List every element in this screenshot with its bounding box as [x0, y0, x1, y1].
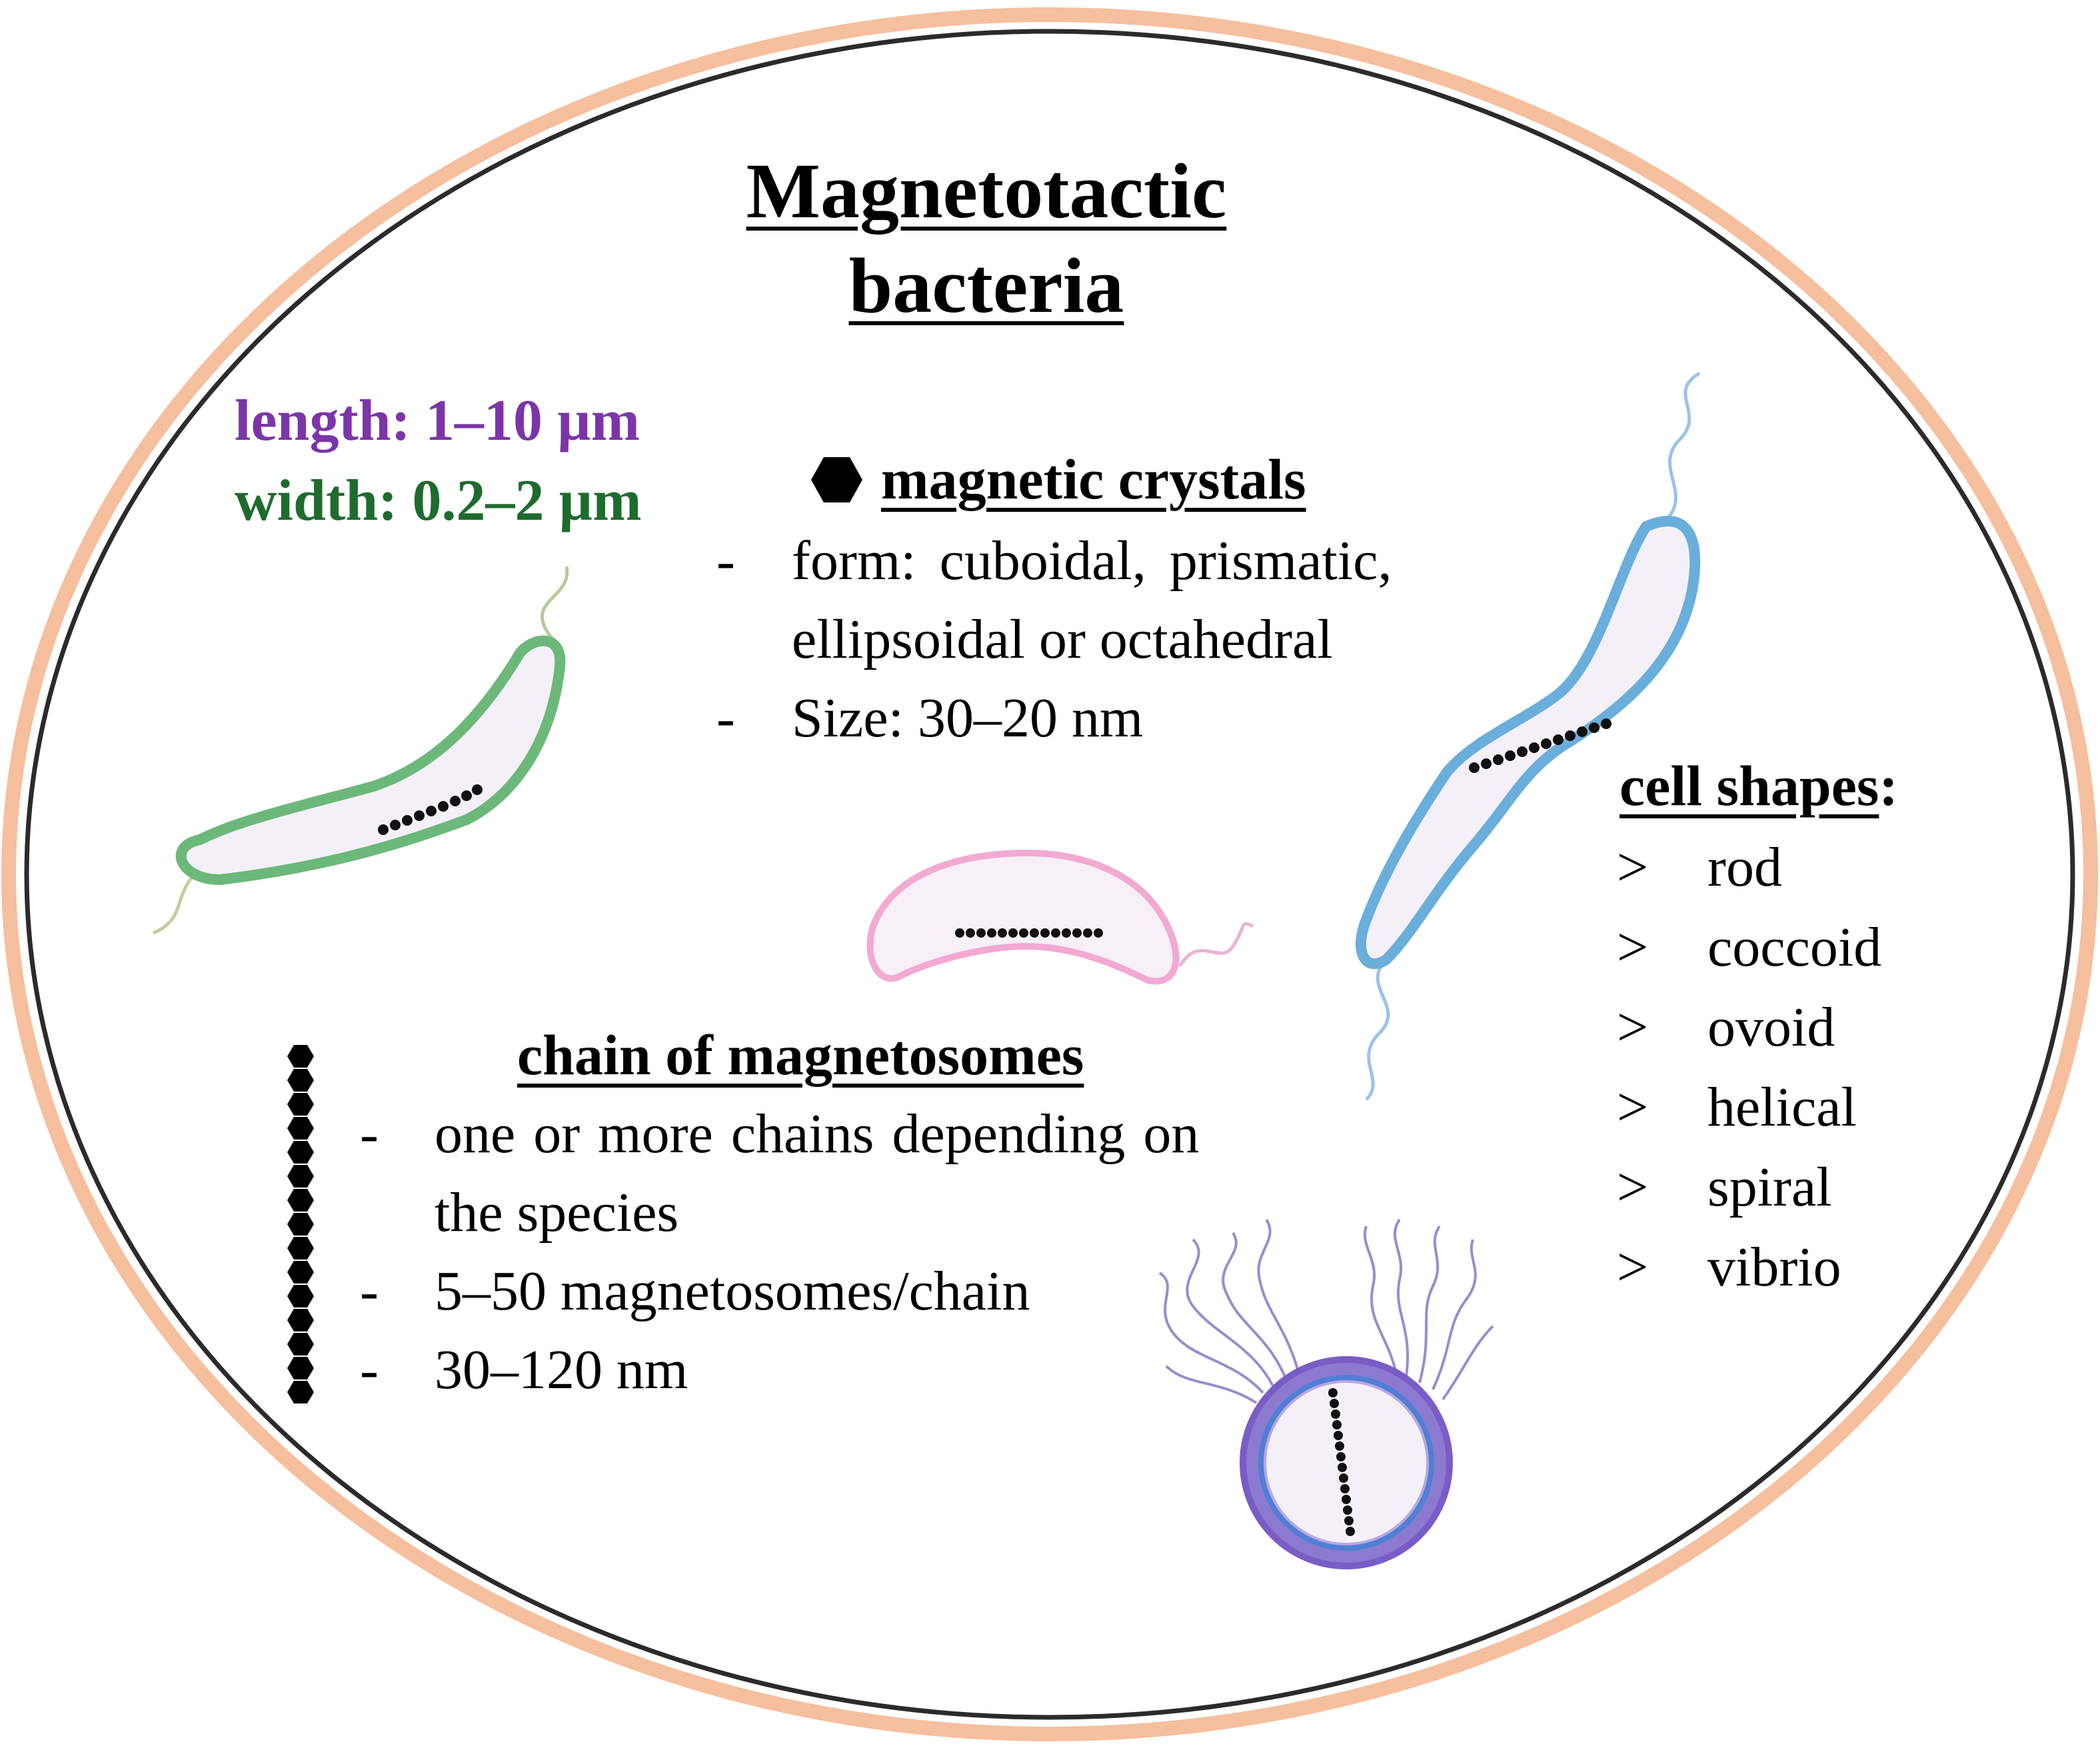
crystals-dash-1: - [716, 530, 735, 592]
purple-bacterium-magnetosome-chain [1328, 1388, 1355, 1536]
chain-dash-2: - [360, 1260, 379, 1322]
shapes-marker-6: > [1617, 1236, 1649, 1298]
chain-item-chains: one or more chains depending on [435, 1103, 1200, 1165]
crystals-dash-2: - [716, 687, 735, 749]
magnetosome-chain-icon [287, 1045, 314, 1403]
shapes-heading-wrap: cell shapes: [1619, 757, 1898, 814]
crystals-item-form: form: cuboidal, prismatic, [792, 530, 1392, 592]
width-label: width: 0.2–2 µm [235, 468, 642, 533]
crystals-heading: magnetic crystals [881, 447, 1306, 511]
title-line-1: Magnetotactic [746, 147, 1227, 235]
chain-dash-3: - [360, 1339, 379, 1401]
chain-item-size: 30–120 nm [435, 1339, 688, 1401]
shapes-marker-1: > [1617, 836, 1649, 898]
outer-ellipse-glow [1, 7, 2098, 1741]
shape-ovoid: ovoid [1707, 996, 1835, 1058]
chain-item-count: 5–50 magnetosomes/chain [435, 1260, 1030, 1322]
shape-spiral: spiral [1707, 1156, 1832, 1218]
shapes-marker-2: > [1617, 916, 1649, 978]
blue-bacterium-magnetosome-chain [1469, 718, 1611, 773]
hexagon-icon [811, 457, 862, 502]
shapes-heading: cell shapes [1619, 754, 1879, 818]
chain-item-chains-cont: the species [435, 1182, 679, 1244]
pink-bacterium-magnetosome-chain [955, 928, 1103, 938]
shape-coccoid: coccoid [1707, 916, 1882, 978]
shapes-marker-4: > [1617, 1076, 1649, 1138]
chain-dash-1: - [360, 1103, 379, 1165]
chain-heading: chain of magnetosomes [517, 1023, 1084, 1087]
shape-helical: helical [1707, 1076, 1857, 1138]
shape-vibrio: vibrio [1707, 1236, 1841, 1298]
green-bacterium-magnetosome-chain [378, 784, 483, 835]
length-label: length: 1–10 µm [235, 389, 640, 453]
shapes-heading-colon: : [1879, 754, 1899, 818]
purple-bacterium [1158, 1218, 1494, 1569]
crystals-item-size: Size: 30–20 nm [792, 687, 1144, 749]
pink-bacterium [866, 849, 1254, 985]
green-bacterium [153, 566, 569, 935]
shape-rod: rod [1707, 836, 1782, 898]
shapes-marker-3: > [1617, 996, 1649, 1058]
shapes-marker-5: > [1617, 1156, 1649, 1218]
crystals-item-form-cont: ellipsoidal or octahedral [792, 608, 1333, 670]
blue-bacterium [1356, 371, 1701, 1101]
title-line-2: bacteria [848, 242, 1124, 329]
